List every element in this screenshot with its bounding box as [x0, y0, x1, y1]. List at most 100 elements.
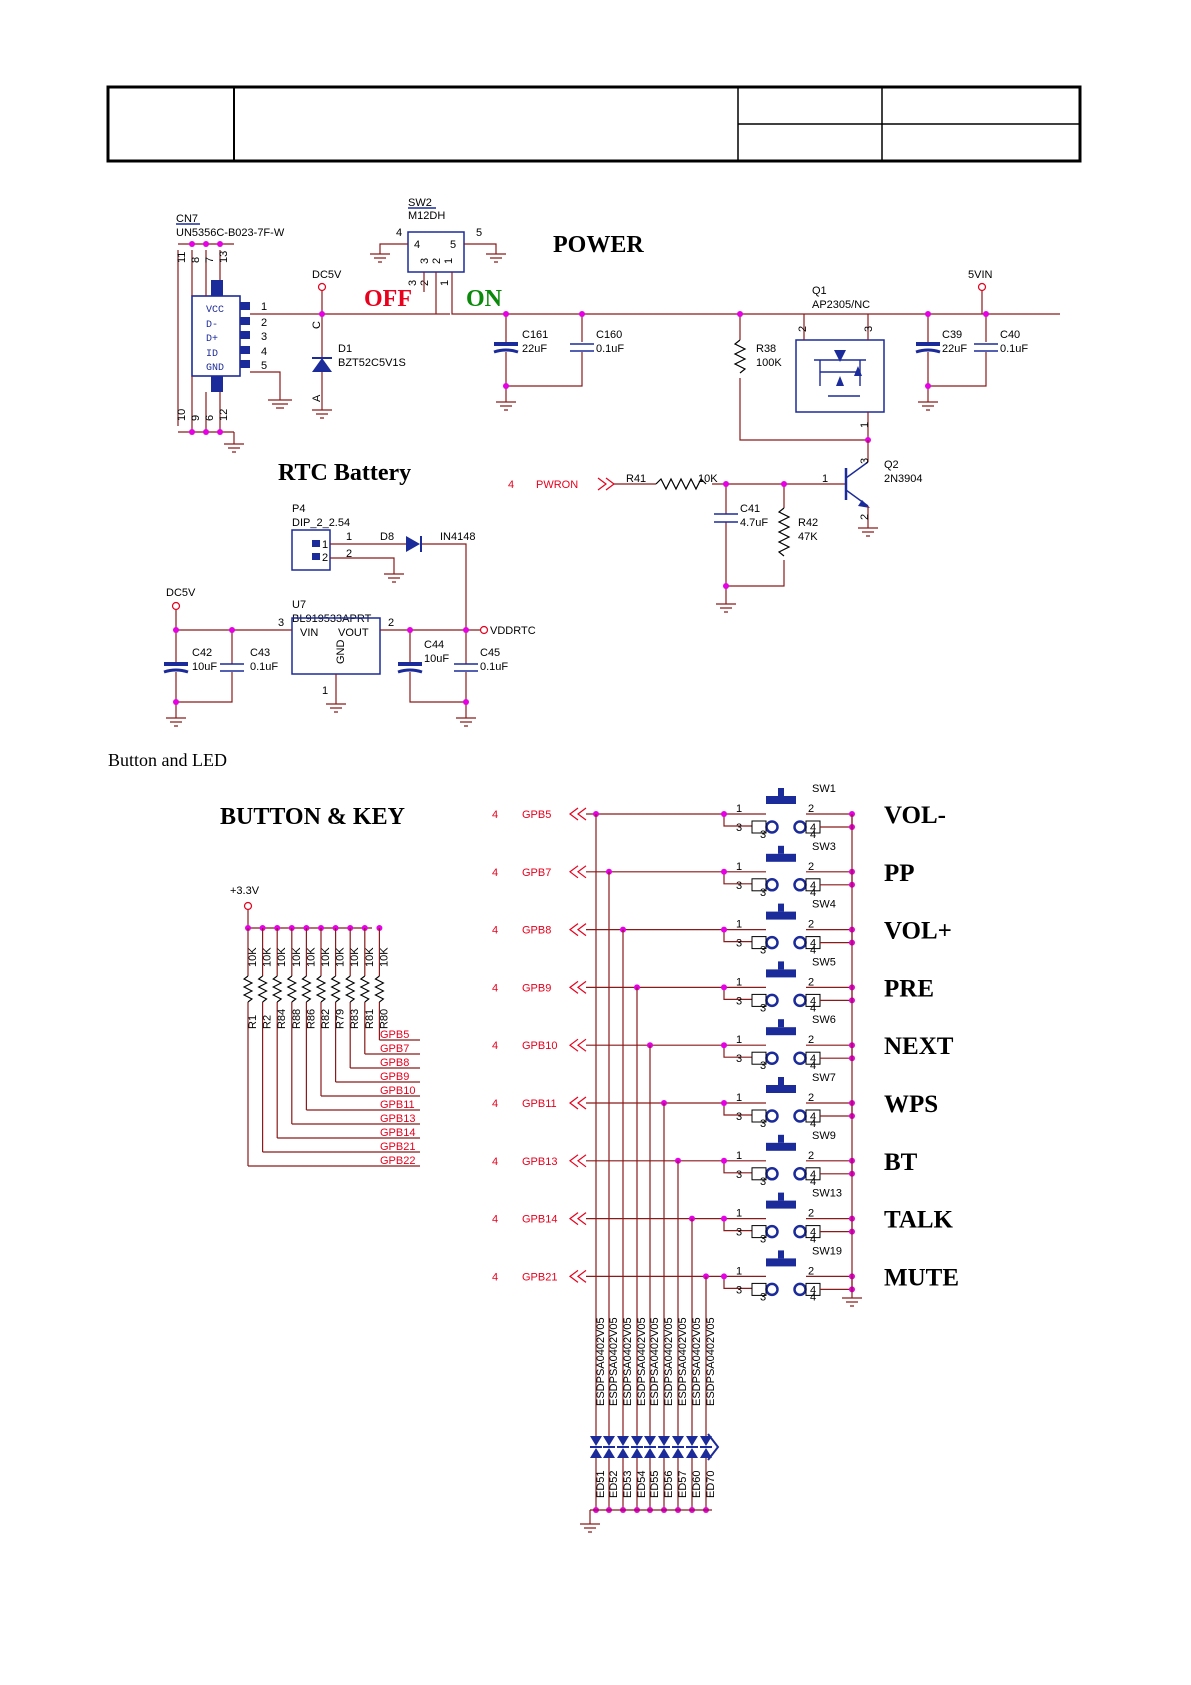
svg-text:4: 4 [810, 945, 816, 957]
key-net: GPB21 [522, 1271, 557, 1283]
r38-ref: R38 [756, 343, 776, 355]
u7-ref: U7 [292, 599, 306, 611]
pullup-value: 10K [305, 947, 317, 967]
pullup-ref: R86 [305, 1009, 317, 1029]
pullup-net: GPB8 [380, 1057, 409, 1069]
svg-text:1: 1 [322, 685, 328, 697]
esd-array: ESDPSA0402V05ED51ESDPSA0402V05ED52ESDPSA… [580, 814, 720, 1533]
svg-text:4: 4 [810, 1234, 816, 1246]
rtc-section: RTC Battery P4 DIP_2_2.54 1 2 1 2 D8 IN4… [163, 460, 536, 727]
svg-text:4: 4 [810, 995, 816, 1007]
cn7-pin-gnd: GND [206, 363, 224, 374]
svg-text:3: 3 [859, 458, 871, 464]
esd-part: ESDPSA0402V05 [663, 1317, 675, 1406]
svg-text:2: 2 [808, 1208, 814, 1220]
svg-text:1: 1 [443, 258, 455, 264]
esd-part: ESDPSA0402V05 [691, 1317, 703, 1406]
pullup-net: GPB9 [380, 1071, 409, 1083]
svg-text:GND: GND [335, 640, 347, 665]
switch-ref: SW9 [812, 1130, 836, 1142]
svg-text:3: 3 [736, 1284, 742, 1296]
svg-text:VOUT: VOUT [338, 627, 369, 639]
svg-text:1: 1 [736, 1150, 742, 1162]
key-label: WPS [884, 1091, 938, 1118]
svg-text:3: 3 [736, 1111, 742, 1123]
svg-text:3: 3 [760, 1291, 766, 1303]
pullup-bank: +3.3V 10KR110KR210KR8410KR8810KR8610KR82… [230, 885, 420, 1167]
switch-ref: SW4 [812, 899, 836, 911]
key-label: TALK [884, 1207, 954, 1234]
svg-text:3: 3 [736, 1169, 742, 1181]
c45-val: 0.1uF [480, 661, 508, 673]
svg-text:4: 4 [261, 346, 267, 358]
cn7-pin-id: ID [206, 349, 218, 360]
pullup-ref: R82 [320, 1009, 332, 1029]
pwron-net: PWRON [536, 479, 578, 491]
key-pin-num: 4 [492, 982, 498, 994]
c44-val: 10uF [424, 653, 449, 665]
r38-val: 100K [756, 357, 782, 369]
key-net: GPB9 [522, 982, 551, 994]
pullup-net: GPB5 [380, 1029, 409, 1041]
esd-part: ESDPSA0402V05 [677, 1317, 689, 1406]
pullup-value: 10K [247, 947, 259, 967]
svg-text:4: 4 [810, 1176, 816, 1188]
esd-part: ESDPSA0402V05 [705, 1317, 717, 1406]
header-table [106, 85, 1082, 163]
cn7-connector: CN7 UN5356C-B023-7F-W VCC D- D+ ID GND 1… [176, 213, 450, 453]
svg-text:11: 11 [176, 252, 188, 263]
pullup-value: 10K [364, 947, 376, 967]
svg-text:1: 1 [859, 422, 871, 428]
esd-ref: ED54 [636, 1470, 648, 1498]
svg-text:3: 3 [407, 280, 419, 286]
c161-ref: C161 [522, 329, 548, 341]
svg-text:2: 2 [419, 280, 431, 286]
pullup-net: GPB22 [380, 1155, 415, 1167]
esd-ref: ED56 [663, 1470, 675, 1498]
rtc-dc5v-label: DC5V [166, 587, 196, 599]
svg-text:3: 3 [760, 1118, 766, 1130]
r42-val: 47K [798, 531, 818, 543]
button-section: BUTTON & KEY +3.3V 10KR110KR210KR8410KR8… [220, 783, 959, 1533]
svg-text:3: 3 [736, 995, 742, 1007]
esd-ref: ED53 [622, 1470, 634, 1498]
svg-text:3: 3 [760, 1002, 766, 1014]
rtc-title: RTC Battery [278, 460, 411, 486]
svg-text:1: 1 [736, 919, 742, 931]
c39-val: 22uF [942, 343, 967, 355]
c40-val: 0.1uF [1000, 343, 1028, 355]
q2-part: 2N3904 [884, 473, 923, 485]
key-net: GPB14 [522, 1214, 557, 1226]
svg-text:A: A [311, 394, 323, 402]
sw2-part: M12DH [408, 210, 445, 222]
svg-text:2: 2 [797, 326, 809, 332]
p4-ref: P4 [292, 503, 305, 515]
svg-text:1: 1 [822, 473, 828, 485]
esd-ref: ED60 [691, 1470, 703, 1498]
c41-val: 4.7uF [740, 517, 768, 529]
pullup-net: GPB14 [380, 1127, 415, 1139]
pullup-ref: R79 [335, 1009, 347, 1029]
svg-text:2: 2 [808, 1034, 814, 1046]
svg-text:4: 4 [810, 1053, 816, 1065]
cn7-pin-dp: D+ [206, 334, 218, 345]
svg-text:2: 2 [808, 1150, 814, 1162]
svg-text:7: 7 [204, 257, 216, 263]
output-caps: 5VIN C39 22uF C40 0.1uF [915, 269, 1028, 411]
svg-text:1: 1 [736, 1034, 742, 1046]
esd-ref: ED55 [649, 1470, 661, 1498]
section-label: Button and LED [108, 750, 227, 770]
svg-text:4: 4 [810, 829, 816, 841]
pullup-ref: R1 [247, 1015, 259, 1029]
key-label: PRE [884, 975, 934, 1002]
svg-text:4: 4 [414, 239, 420, 251]
svg-text:4: 4 [810, 1111, 816, 1123]
svg-text:1: 1 [346, 531, 352, 543]
key-label: VOL+ [884, 918, 952, 945]
c41-ref: C41 [740, 503, 760, 515]
key-pin-num: 4 [492, 1098, 498, 1110]
r38-resistor: R38 100K [733, 311, 868, 441]
switch-ref: SW1 [812, 783, 836, 795]
pullup-value: 10K [378, 947, 390, 967]
